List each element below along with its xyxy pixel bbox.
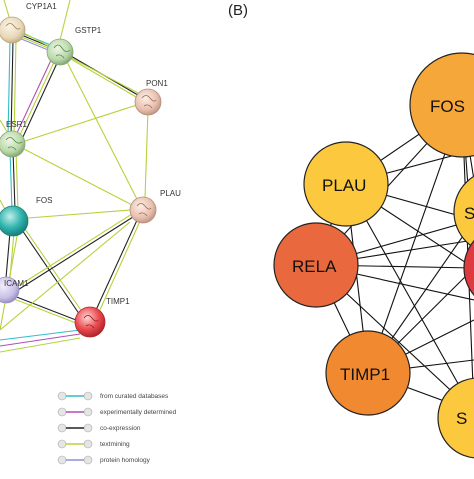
node-plau[interactable] (129, 196, 157, 224)
legend-label-homology: protein homology (100, 457, 151, 464)
panel-a-network: CYP1A1 GSTP1 PON1 ESR1 FOS PLAU ICAM1 TI… (0, 0, 181, 465)
node-timp1[interactable] (74, 306, 106, 338)
node-label-esr1: ESR1 (6, 120, 27, 129)
legend-item-homology: protein homology (57, 455, 151, 465)
panel-a-legend: from curated databases experimentally de… (57, 391, 177, 465)
node-b-label-fos: FOS (430, 97, 465, 116)
legend-item-coexpression: co-expression (57, 423, 141, 433)
node-label-gstp1: GSTP1 (75, 26, 102, 35)
node-b-plau[interactable] (303, 141, 389, 227)
node-b-s1[interactable] (453, 170, 474, 254)
legend-item-textmining: textmining (57, 439, 130, 449)
node-b-label-rela: RELA (292, 257, 337, 276)
node-b-label-s1: S (464, 204, 474, 223)
panel-a-edges (0, 0, 149, 353)
node-b-fos[interactable] (409, 52, 474, 158)
node-label-pon1: PON1 (146, 79, 168, 88)
panel-a-nodes (0, 16, 162, 338)
node-b-label-timp1: TIMP1 (340, 365, 390, 384)
node-label-plau: PLAU (160, 189, 181, 198)
node-label-fos: FOS (36, 196, 52, 205)
node-b-label-plau: PLAU (322, 176, 366, 195)
node-pon1[interactable] (134, 88, 162, 116)
node-b-s2[interactable] (437, 377, 474, 459)
legend-label-experimental: experimentally determined (100, 409, 177, 416)
node-b-timp1[interactable] (325, 330, 411, 416)
legend-item-experimental: experimentally determined (57, 407, 177, 417)
node-label-cyp1a1: CYP1A1 (26, 2, 57, 11)
node-gstp1[interactable] (46, 38, 74, 66)
panel-b-label: (B) (228, 2, 248, 19)
node-label-icam1: ICAM1 (4, 279, 29, 288)
panel-b-labels: FOS PLAU RELA TIMP1 S S (292, 97, 474, 428)
legend-label-coexpression: co-expression (100, 425, 141, 432)
node-b-rela[interactable] (273, 222, 359, 308)
node-b-red[interactable] (463, 226, 474, 310)
node-label-timp1: TIMP1 (106, 297, 130, 306)
node-esr1[interactable] (0, 130, 26, 158)
node-cyp1a1[interactable] (0, 16, 26, 44)
panel-b-nodes (273, 52, 474, 459)
panel-a-labels: CYP1A1 GSTP1 PON1 ESR1 FOS PLAU ICAM1 TI… (4, 2, 181, 306)
node-icam1[interactable] (0, 276, 20, 304)
node-fos[interactable] (0, 205, 29, 237)
node-b-label-s2: S (456, 409, 467, 428)
legend-label-textmining: textmining (100, 441, 130, 448)
legend-item-curated: from curated databases (57, 391, 169, 401)
legend-label-curated: from curated databases (100, 393, 169, 400)
panel-b-network: FOS PLAU RELA TIMP1 S S (273, 52, 474, 459)
